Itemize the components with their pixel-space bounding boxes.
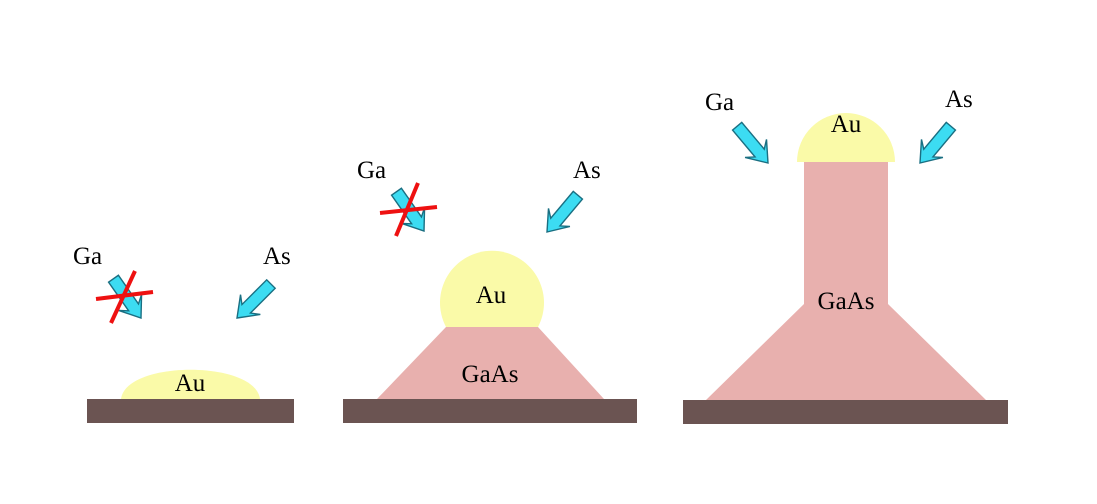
ga-flux-arrow-icon-3: [725, 116, 780, 173]
ga-label-3: Ga: [705, 89, 734, 116]
au-droplet-1: [121, 369, 260, 399]
substrate-1: [87, 399, 294, 423]
blocked-cross-icon-2: [379, 182, 438, 237]
substrate-3: [683, 400, 1008, 424]
au-label-2: Au: [476, 282, 507, 309]
as-label-2: As: [573, 157, 601, 184]
as-label-1: As: [263, 243, 291, 270]
ga-label-1: Ga: [73, 243, 102, 270]
gaas-label-3: GaAs: [818, 288, 875, 315]
au-droplet-3: [797, 113, 895, 162]
panel-1: Au Ga As: [73, 243, 294, 423]
ga-label-2: Ga: [357, 157, 386, 184]
gaas-crystal-2: [377, 327, 604, 399]
as-flux-arrow-icon-2: [535, 185, 590, 242]
gaas-label-2: GaAs: [462, 361, 519, 388]
au-label-1: Au: [175, 370, 206, 397]
au-droplet-2: [440, 250, 544, 327]
panel-2: GaAs Au Ga As: [343, 157, 637, 423]
au-label-3: Au: [831, 111, 862, 138]
substrate-2: [343, 399, 637, 423]
gaas-crystal-3: [706, 162, 986, 400]
as-flux-arrow-icon-3: [908, 116, 963, 173]
as-flux-arrow-icon-1: [226, 273, 282, 329]
as-label-3: As: [945, 86, 973, 113]
blocked-cross-icon-1: [95, 270, 154, 324]
panel-3: GaAs Au Ga As: [683, 86, 1008, 424]
